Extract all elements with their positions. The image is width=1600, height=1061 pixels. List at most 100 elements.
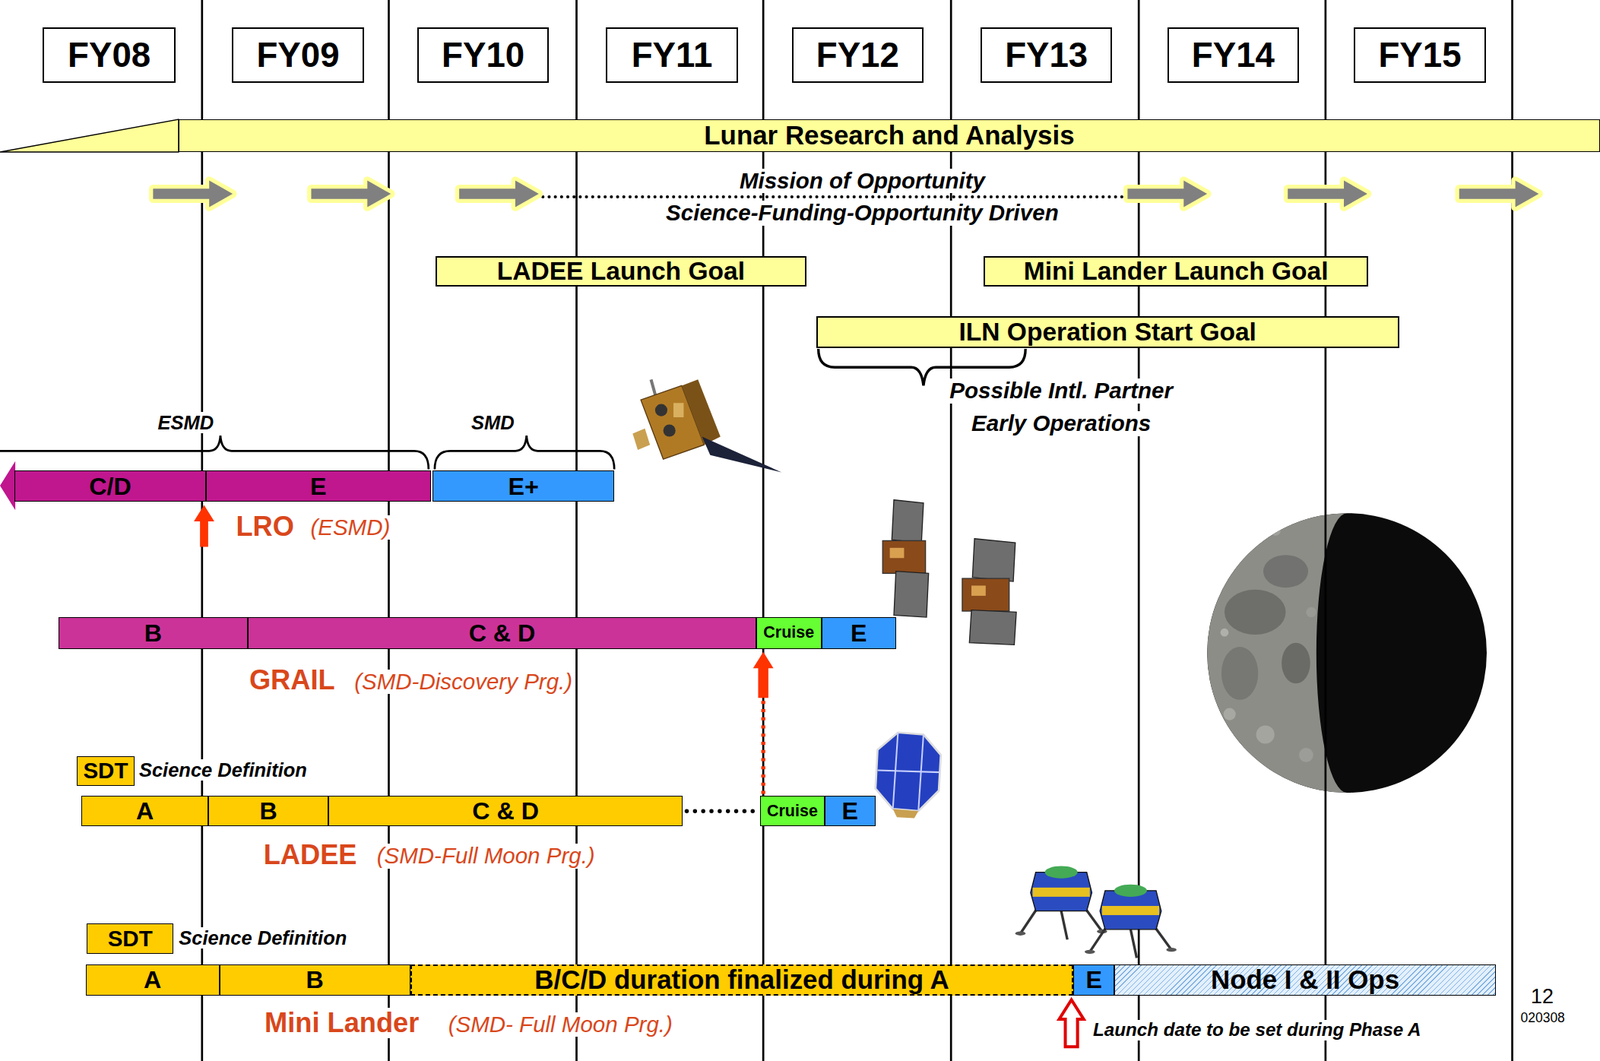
moon bbox=[1245, 766, 1255, 775]
opportunity-arrow bbox=[1287, 180, 1368, 208]
grail-spacecraft bbox=[882, 540, 926, 574]
note-text: Launch date to be set during Phase A bbox=[1090, 1020, 1423, 1041]
moon bbox=[1305, 607, 1316, 618]
ladee-spacecraft bbox=[893, 732, 899, 810]
box-text: Node I & II Ops bbox=[1210, 966, 1400, 994]
lro-spacecraft bbox=[632, 379, 782, 473]
mini-lander bbox=[1085, 909, 1102, 932]
fy-header: FY09 bbox=[231, 27, 365, 83]
phase-bar: C & D bbox=[328, 795, 683, 827]
box-text: SDT bbox=[107, 927, 153, 951]
phase-bar: C & D bbox=[247, 617, 757, 650]
program-label: (ESMD) bbox=[307, 515, 393, 540]
box-text: Cruise bbox=[766, 803, 818, 820]
lro-arrow-head bbox=[0, 461, 16, 511]
goal-box: LADEE Launch Goal bbox=[435, 256, 806, 287]
fy-header: FY13 bbox=[980, 27, 1113, 83]
page-number: 12 bbox=[1528, 985, 1556, 1009]
mini-lander bbox=[1089, 927, 1106, 952]
box-text: B/C/D duration finalized during A bbox=[534, 966, 949, 994]
ladee-spacecraft bbox=[877, 769, 941, 773]
moon bbox=[1224, 589, 1287, 635]
launch-arrow-hollow bbox=[1058, 999, 1084, 1047]
ladee-spacecraft bbox=[918, 734, 924, 812]
phase-bar: E bbox=[205, 470, 431, 503]
moon bbox=[1207, 513, 1487, 793]
lro-spacecraft bbox=[673, 402, 684, 418]
opportunity-arrow bbox=[459, 180, 539, 208]
fy-header: FY15 bbox=[1353, 27, 1486, 83]
box-text: E+ bbox=[508, 474, 539, 499]
fy-header: FY11 bbox=[605, 27, 738, 83]
mini-lander bbox=[1165, 947, 1176, 952]
box-text: FY13 bbox=[1004, 38, 1088, 73]
opportunity-arrow bbox=[310, 180, 391, 208]
year-divider bbox=[950, 0, 953, 1061]
sdt-label: Science Definition bbox=[136, 759, 310, 781]
opportunity-arrow bbox=[152, 180, 233, 208]
launch-arrow bbox=[193, 504, 215, 547]
opportunity-arrow bbox=[1127, 180, 1208, 208]
opportunity-arrow bbox=[310, 180, 391, 208]
year-divider bbox=[1511, 0, 1514, 1061]
year-divider bbox=[202, 0, 1513, 1061]
box-text: A bbox=[136, 798, 154, 824]
opportunity-arrow bbox=[1127, 180, 1208, 208]
fy-header: FY14 bbox=[1167, 27, 1300, 83]
dotted-connector bbox=[686, 809, 756, 814]
program-label: (SMD- Full Moon Prg.) bbox=[446, 1012, 675, 1037]
box-text: C & D bbox=[472, 798, 539, 824]
box-text: FY09 bbox=[256, 38, 340, 73]
grail-spacecraft bbox=[962, 578, 1010, 612]
opportunity-arrow bbox=[1127, 180, 1208, 208]
note-text: Science-Funding-Opportunity Driven bbox=[663, 200, 1062, 225]
lro-spacecraft bbox=[663, 424, 676, 437]
band-wedge bbox=[0, 119, 179, 153]
org-label: SMD bbox=[468, 411, 517, 434]
phase-bar: B/C/D duration finalized during A bbox=[410, 964, 1075, 997]
ladee-spacecraft bbox=[893, 808, 919, 818]
box-text: FY08 bbox=[67, 38, 151, 73]
sdt-box: SDT bbox=[86, 923, 174, 954]
box-text: FY15 bbox=[1378, 38, 1462, 73]
connector bbox=[753, 652, 774, 795]
year-divider bbox=[575, 0, 578, 1061]
box-text: C/D bbox=[88, 474, 131, 499]
phase-bar: E bbox=[824, 795, 876, 827]
sdt-box: SDT bbox=[76, 756, 136, 786]
opportunity-arrow bbox=[1459, 180, 1540, 208]
lro-spacecraft bbox=[681, 379, 721, 445]
mini-lander bbox=[1114, 884, 1147, 897]
moon bbox=[1270, 525, 1280, 536]
phase-bar: B bbox=[208, 795, 329, 827]
box-text: E bbox=[850, 620, 867, 646]
moon bbox=[1207, 513, 1487, 793]
grail-spacecraft bbox=[891, 500, 924, 543]
dotted-line bbox=[542, 195, 1123, 199]
ladee-spacecraft bbox=[875, 732, 941, 819]
mission-name: GRAIL bbox=[247, 665, 338, 696]
box-text: FY11 bbox=[631, 38, 713, 73]
grail-spacecraft bbox=[971, 585, 986, 596]
box-text: A bbox=[143, 967, 162, 992]
opportunity-arrow bbox=[152, 180, 233, 208]
opportunity-arrow bbox=[152, 180, 233, 208]
mission-name: LRO bbox=[233, 511, 297, 542]
note-text: Mission of Opportunity bbox=[737, 168, 988, 194]
mission-name: Mini Lander bbox=[262, 1007, 422, 1039]
mini-lander bbox=[1020, 909, 1037, 934]
mini-lander bbox=[1061, 911, 1068, 941]
mission-name: LADEE bbox=[261, 839, 360, 871]
cruise-bar: Cruise bbox=[760, 795, 825, 827]
mini-lander bbox=[1155, 927, 1172, 951]
grail-spacecraft bbox=[972, 538, 1015, 582]
moon bbox=[1223, 708, 1236, 721]
box-text: FY12 bbox=[816, 38, 900, 73]
phase-bar: E bbox=[821, 617, 897, 650]
goal-box: Mini Lander Launch Goal bbox=[983, 256, 1369, 287]
year-divider bbox=[1324, 0, 1328, 1061]
box-text: SDT bbox=[82, 759, 128, 783]
box-text: E bbox=[842, 798, 859, 824]
box-text: B bbox=[259, 798, 277, 824]
